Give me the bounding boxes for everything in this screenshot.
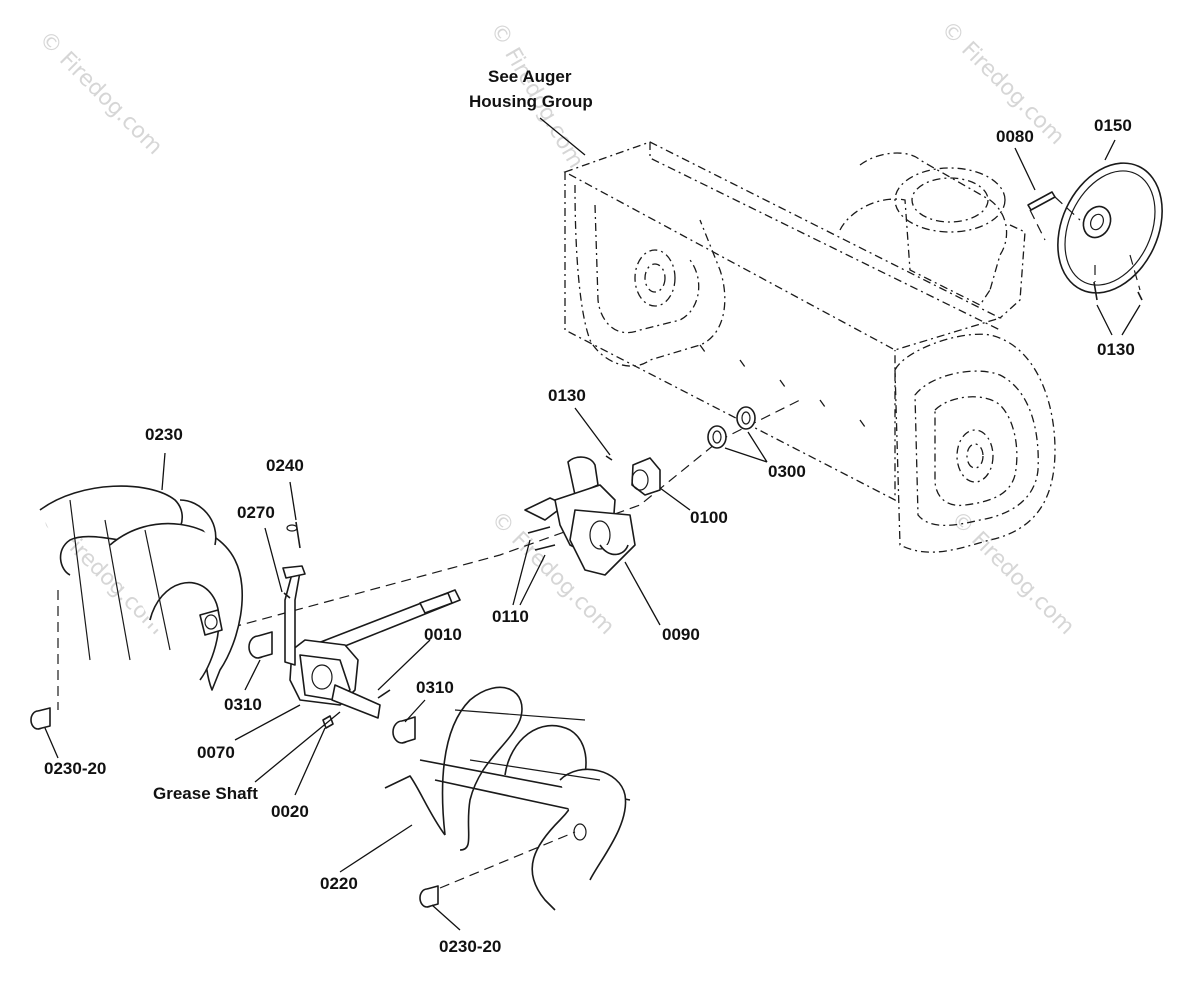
grease-fitting-left xyxy=(30,707,51,730)
watermark-top-left: © Firedog.com xyxy=(34,27,167,160)
bearing-assembly xyxy=(524,455,661,576)
note-grease-shaft: Grease Shaft xyxy=(153,784,258,803)
auger-left-0230 xyxy=(39,485,243,691)
callout-0310-right: 0310 xyxy=(416,678,454,697)
callout-0310-left: 0310 xyxy=(224,695,262,714)
note-see-auger: See Auger xyxy=(488,67,572,86)
callout-0240: 0240 xyxy=(266,456,304,475)
callout-0020: 0020 xyxy=(271,802,309,821)
key-0080 xyxy=(1027,191,1056,211)
auger-right-0220 xyxy=(384,686,631,911)
callout-labels: See Auger Housing Group Grease Shaft 015… xyxy=(44,67,1135,956)
callout-0230-20-bottom: 0230-20 xyxy=(439,937,501,956)
callout-0130-mid: 0130 xyxy=(548,386,586,405)
callout-0100: 0100 xyxy=(690,508,728,527)
callout-0070: 0070 xyxy=(197,743,235,762)
drive-axis xyxy=(184,399,801,641)
washers-0300 xyxy=(707,406,756,449)
callout-0080: 0080 xyxy=(996,127,1034,146)
callout-0230: 0230 xyxy=(145,425,183,444)
auger-shaft-gearbox xyxy=(248,521,461,744)
auger-housing-phantom xyxy=(563,141,1056,553)
leader-lines xyxy=(44,139,1141,931)
callout-0110: 0110 xyxy=(492,607,529,626)
grease-fitting-bottom xyxy=(419,885,439,908)
callout-0150: 0150 xyxy=(1094,116,1132,135)
see-auger-leader xyxy=(539,117,586,156)
callout-0130-right: 0130 xyxy=(1097,340,1135,359)
callout-0010: 0010 xyxy=(424,625,462,644)
callout-0300: 0300 xyxy=(768,462,806,481)
callout-0230-20-left: 0230-20 xyxy=(44,759,106,778)
callout-0220: 0220 xyxy=(320,874,358,893)
callout-0090: 0090 xyxy=(662,625,700,644)
callout-0270: 0270 xyxy=(237,503,275,522)
watermark-mid-right: © Firedog.com xyxy=(946,507,1079,640)
note-housing-group: Housing Group xyxy=(469,92,593,111)
pulley-0150 xyxy=(1057,162,1163,294)
